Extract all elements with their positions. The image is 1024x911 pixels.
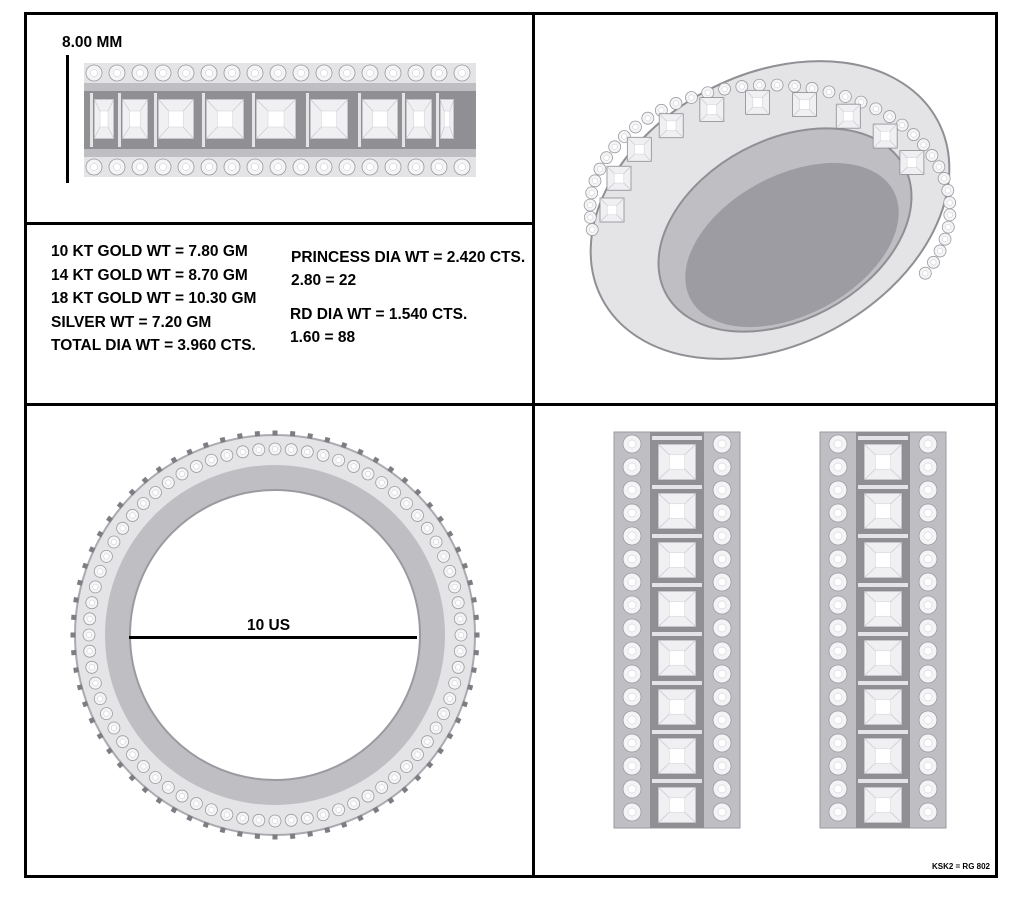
princess-weight: PRINCESS DIA WT = 2.420 CTS. bbox=[291, 249, 526, 266]
ring-top-view-right bbox=[819, 431, 947, 829]
spec-silver: SILVER WT = 7.20 GM bbox=[51, 313, 212, 331]
princess-count: 2.80 = 22 bbox=[291, 272, 357, 289]
width-dimension-label: 8.00 MM bbox=[62, 34, 123, 51]
round-diamond-specs: RD DIA WT = 1.540 CTS. 1.60 = 88 bbox=[290, 303, 467, 349]
top-view-body bbox=[613, 431, 741, 829]
inner-diameter-line bbox=[129, 636, 417, 639]
horizontal-divider bbox=[24, 403, 998, 406]
ring-top-view-left bbox=[613, 431, 741, 829]
ring-size-label: 10 US bbox=[247, 617, 291, 634]
spec-total-dia: TOTAL DIA WT = 3.960 CTS. bbox=[51, 337, 256, 354]
spec-18kt: 18 KT GOLD WT = 10.30 GM bbox=[51, 290, 257, 307]
width-dimension-line bbox=[66, 55, 69, 183]
ring-front-view bbox=[70, 430, 480, 840]
ring-perspective-view bbox=[583, 60, 957, 360]
model-code: KSK2 = RG 802 bbox=[931, 862, 990, 871]
spec-sheet-frame bbox=[24, 12, 998, 878]
side-view-body bbox=[84, 63, 476, 177]
round-count: 1.60 = 88 bbox=[290, 329, 356, 346]
perspective-body bbox=[583, 60, 957, 360]
ring-side-view bbox=[84, 63, 476, 177]
top-view-body bbox=[819, 431, 947, 829]
specs-divider bbox=[24, 222, 534, 225]
princess-diamond-specs: PRINCESS DIA WT = 2.420 CTS. 2.80 = 22 bbox=[291, 246, 525, 292]
vertical-divider bbox=[532, 12, 535, 878]
spec-10kt: 10 KT GOLD WT = 7.80 GM bbox=[51, 243, 248, 260]
round-weight: RD DIA WT = 1.540 CTS. bbox=[290, 306, 468, 323]
front-view-body bbox=[70, 430, 480, 840]
metal-weights-list: 10 KT GOLD WT = 7.80 GM 14 KT GOLD WT = … bbox=[51, 240, 256, 358]
spec-14kt: 14 KT GOLD WT = 8.70 GM bbox=[51, 266, 248, 284]
